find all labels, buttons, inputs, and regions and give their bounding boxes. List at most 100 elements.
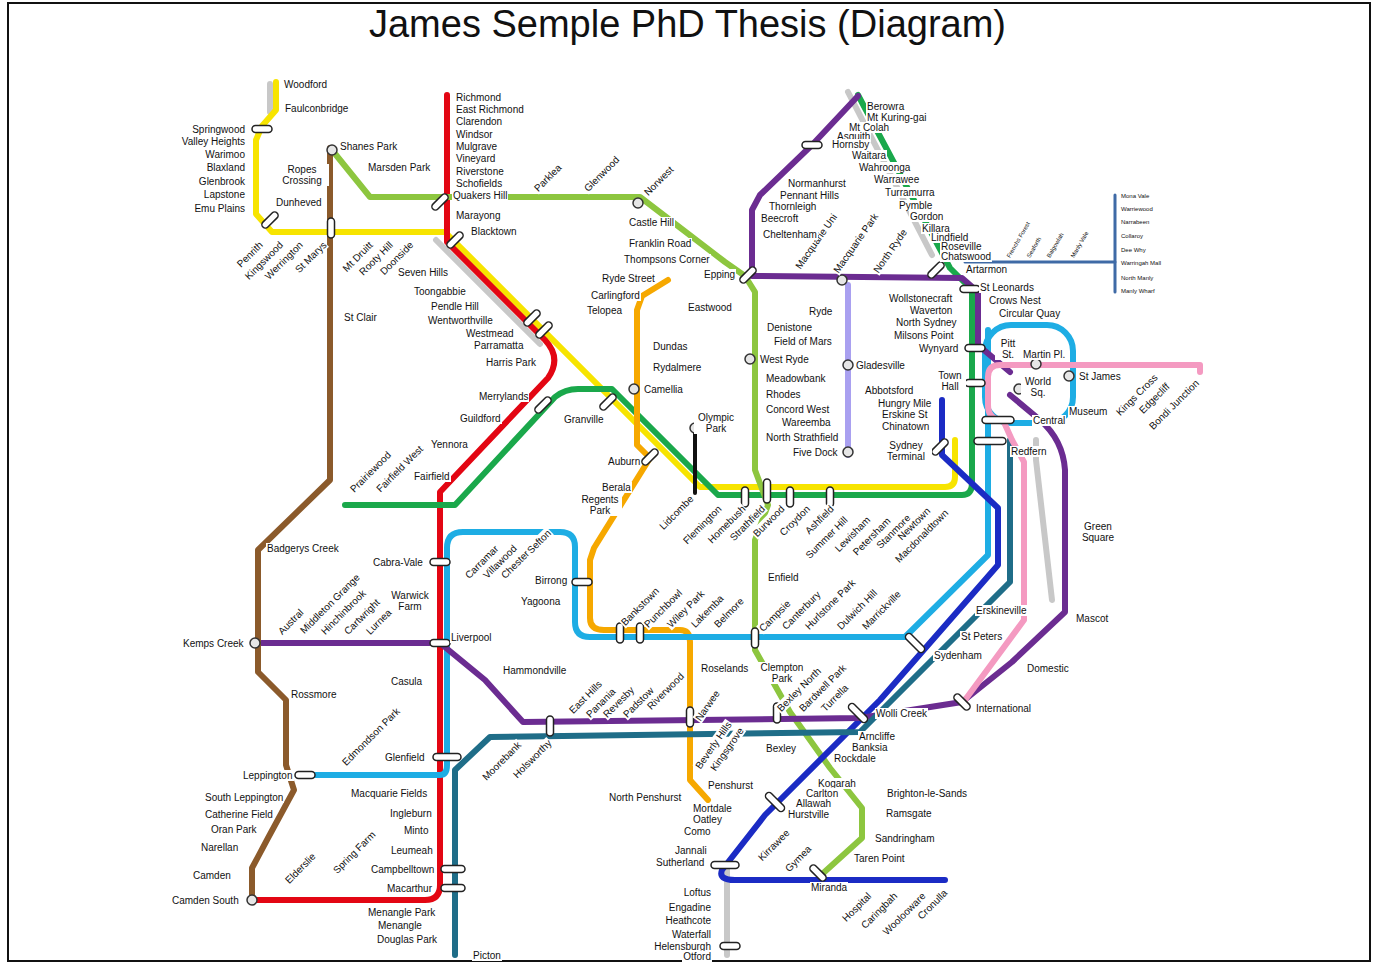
station-label: Ryde Street xyxy=(601,273,656,284)
station-label: Heathcote xyxy=(664,915,712,926)
station-label: Denistone xyxy=(766,322,813,333)
metro-station xyxy=(837,275,847,285)
station-label: Pennant Hills xyxy=(779,190,840,201)
station-label: St James xyxy=(1078,371,1122,382)
station-label: Macquarie Fields xyxy=(350,788,428,799)
station-label: Lapstone xyxy=(203,189,246,200)
station-label: Douglas Park xyxy=(376,934,438,945)
station-label: Mortdale xyxy=(692,803,733,814)
interchange-marker xyxy=(720,943,740,950)
station-label: Camden xyxy=(192,870,232,881)
station-label: Emu Plains xyxy=(193,203,246,214)
station-label: Franklin Road xyxy=(628,238,692,249)
interchange-marker xyxy=(930,437,949,456)
station-label: Allawah xyxy=(795,798,832,809)
interchange-marker xyxy=(926,260,945,279)
station-label: Vineyard xyxy=(455,153,496,164)
station-label: Milsons Point xyxy=(893,330,954,341)
metro-station xyxy=(629,384,639,394)
station-label: Abbotsford xyxy=(864,385,914,396)
station-label: Narrabeen xyxy=(1120,219,1150,226)
station-label: Ryde xyxy=(808,306,833,317)
station-label: Museum xyxy=(1068,406,1108,417)
station-label: Five Dock xyxy=(792,447,838,458)
station-label: St Clair xyxy=(343,312,378,323)
station-label: Merrylands xyxy=(478,391,529,402)
station-label: Springwood xyxy=(191,124,246,135)
station-label: Circular Quay xyxy=(998,308,1061,319)
interchange-marker xyxy=(430,559,450,566)
station-label: Chinatown xyxy=(881,421,930,432)
interchange-marker xyxy=(295,772,315,779)
station-label: Green Square xyxy=(1076,521,1120,543)
station-label: Lidcombe xyxy=(656,492,696,532)
station-label: Warimoo xyxy=(204,149,246,160)
rail-line xyxy=(693,428,697,493)
interchange-marker xyxy=(808,863,827,882)
station-label: Eastwood xyxy=(687,302,733,313)
interchange-marker xyxy=(711,862,739,869)
station-label: Macquarie Uni xyxy=(792,210,839,271)
station-label: Rydalmere xyxy=(652,362,702,373)
station-label: Beecroft xyxy=(760,213,799,224)
station-label: Sutherland xyxy=(655,857,705,868)
interchange-marker xyxy=(430,640,450,647)
station-label: Richmond xyxy=(455,92,502,103)
interchange-marker xyxy=(965,380,985,387)
metro-station xyxy=(247,895,257,905)
station-label: Gymea xyxy=(782,842,814,874)
interchange-marker xyxy=(904,632,926,654)
station-label: Hungry Mile xyxy=(877,398,932,409)
station-label: Sefton xyxy=(524,526,554,556)
metro-station xyxy=(1064,371,1074,381)
station-label: Pendle Hill xyxy=(430,301,480,312)
station-label: Toongabbie xyxy=(413,286,467,297)
station-label: Olympic Park xyxy=(694,412,738,434)
station-label: Blacktown xyxy=(470,226,518,237)
rail-line xyxy=(267,84,273,112)
station-label: Camellia xyxy=(643,384,684,395)
station-label: Granville xyxy=(563,414,604,425)
station-label: Rockdale xyxy=(833,753,877,764)
station-label: Oatley xyxy=(692,814,723,825)
station-label: Narellan xyxy=(200,842,239,853)
metro-station xyxy=(843,447,853,457)
station-label: Hammondville xyxy=(502,665,567,676)
interchange-marker xyxy=(572,579,592,586)
station-label: Turramurra xyxy=(884,187,936,198)
station-label: Casula xyxy=(390,676,423,687)
station-label: Glenwood xyxy=(581,153,622,194)
station-label: Manly Wharf xyxy=(1120,288,1156,295)
station-label: West Ryde xyxy=(759,354,810,365)
interchange-marker xyxy=(738,265,757,284)
station-label: Loftus xyxy=(683,887,712,898)
interchange-marker xyxy=(764,791,786,813)
station-label: Kirrawee xyxy=(755,826,792,863)
station-label: Yennora xyxy=(430,439,469,450)
station-label: Warrawee xyxy=(873,174,920,185)
station-label: Riverstone xyxy=(455,166,505,177)
station-label: Engadine xyxy=(668,902,712,913)
interchange-marker xyxy=(960,286,980,293)
station-label: Telopea xyxy=(586,305,623,316)
rail-line xyxy=(455,440,1010,955)
station-label: Rossmore xyxy=(290,689,338,700)
rail-line xyxy=(345,95,972,505)
metro-station xyxy=(1031,359,1041,369)
station-label: Brighton-le-Sands xyxy=(886,788,968,799)
metro-station xyxy=(327,145,337,155)
interchange-marker xyxy=(533,395,552,414)
station-label: Wollstonecraft xyxy=(888,293,953,304)
station-label: Kemps Creek xyxy=(182,638,245,649)
station-label: Sydney Terminal xyxy=(880,440,932,462)
station-label: Martin Pl. xyxy=(1022,349,1066,360)
station-label: Manly Vale xyxy=(1069,229,1090,259)
station-label: Quakers Hill xyxy=(452,190,508,201)
station-label: Marsden Park xyxy=(367,162,431,173)
page-frame xyxy=(8,3,1370,961)
station-label: Carlingford xyxy=(590,290,641,301)
station-label: Thompsons Corner xyxy=(623,254,711,265)
station-label: Parramatta xyxy=(473,340,524,351)
station-label: Marayong xyxy=(455,210,501,221)
station-label: Menangle Park xyxy=(367,907,436,918)
